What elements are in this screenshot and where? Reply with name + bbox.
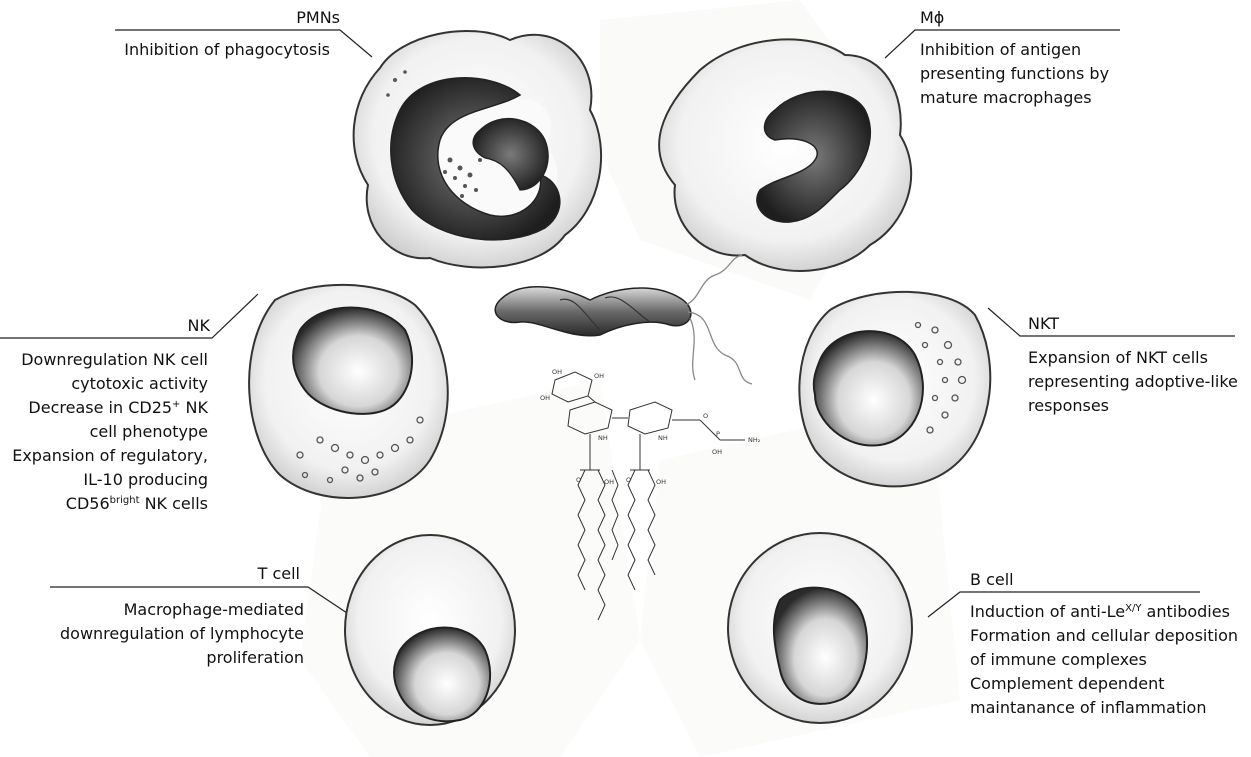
tcell-cell-drawing (345, 535, 515, 725)
bcell-line-1: Induction of anti-LeX/Y antibodies (970, 600, 1245, 624)
pmn-title: PMNs (240, 8, 340, 28)
macrophage-line-2: presenting functions by (920, 62, 1220, 86)
macrophage-cell-drawing (659, 39, 911, 271)
macrophage-description: Inhibition of antigen presenting functio… (920, 38, 1220, 110)
nkt-line-1: Expansion of NKT cells (1028, 346, 1243, 370)
bcell-line-3: of immune complexes (970, 648, 1245, 672)
svg-text:NH: NH (598, 434, 608, 442)
bcell-title: B cell (970, 570, 1080, 590)
nk-line-7: CD56bright NK cells (0, 492, 208, 516)
svg-text:O: O (703, 412, 708, 420)
bcell-line-4: Complement dependent (970, 672, 1245, 696)
bcell-description: Induction of anti-LeX/Y antibodies Forma… (970, 600, 1245, 720)
svg-text:O: O (576, 476, 581, 484)
bcell-line-2: Formation and cellular deposition (970, 624, 1245, 648)
nk-cell-drawing (249, 285, 448, 498)
tcell-line-2: downregulation of lymphocyte (40, 622, 304, 646)
svg-text:NH: NH (658, 434, 668, 442)
tcell-title: T cell (190, 564, 300, 584)
svg-text:OH: OH (656, 478, 666, 486)
tcell-description: Macrophage-mediated downregulation of ly… (40, 598, 304, 670)
svg-text:OH: OH (712, 448, 722, 456)
nk-line-4: cell phenotype (0, 420, 208, 444)
nkt-description: Expansion of NKT cells representing adop… (1028, 346, 1243, 418)
bcell-line-5: maintanance of inflammation (970, 696, 1245, 720)
bacterium-drawing (495, 255, 752, 384)
nk-description: Downregulation NK cell cytotoxic activit… (0, 348, 208, 516)
svg-text:OH: OH (594, 372, 604, 380)
nk-title: NK (110, 316, 210, 336)
svg-text:O: O (626, 476, 631, 484)
pmn-line-1: Inhibition of phagocytosis (40, 38, 330, 62)
pmn-cell-drawing (354, 31, 601, 267)
nkt-title: NKT (1028, 314, 1128, 334)
svg-text:NH₂: NH₂ (748, 436, 761, 444)
svg-text:P: P (716, 430, 720, 438)
nkt-line-3: responses (1028, 394, 1243, 418)
nk-line-1: Downregulation NK cell (0, 348, 208, 372)
nk-line-3: Decrease in CD25+ NK (0, 396, 208, 420)
macrophage-line-3: mature macrophages (920, 86, 1220, 110)
nk-line-5: Expansion of regulatory, (0, 444, 208, 468)
macrophage-title: Mϕ (920, 8, 1020, 28)
pmn-description: Inhibition of phagocytosis (40, 38, 330, 62)
macrophage-line-1: Inhibition of antigen (920, 38, 1220, 62)
tcell-line-1: Macrophage-mediated (40, 598, 304, 622)
svg-text:OH: OH (604, 478, 614, 486)
svg-text:OH: OH (540, 394, 550, 402)
tcell-line-3: proliferation (40, 646, 304, 670)
nkt-line-2: representing adoptive-like (1028, 370, 1243, 394)
bcell-cell-drawing (728, 533, 912, 723)
nk-line-2: cytotoxic activity (0, 372, 208, 396)
nk-line-6: IL-10 producing (0, 468, 208, 492)
nkt-cell-drawing (799, 292, 990, 487)
svg-text:OH: OH (552, 368, 562, 376)
